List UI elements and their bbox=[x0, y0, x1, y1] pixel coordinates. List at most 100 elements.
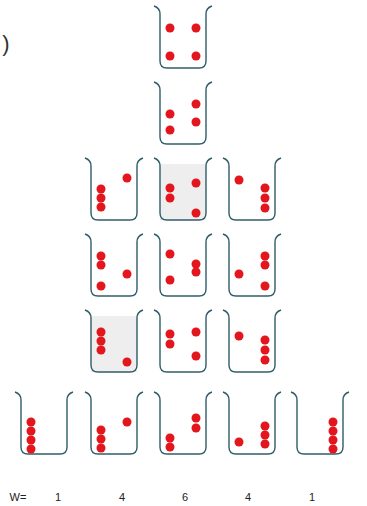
beaker bbox=[15, 392, 73, 454]
beaker bbox=[154, 310, 212, 372]
particle-dot bbox=[27, 436, 36, 445]
beaker bbox=[154, 6, 212, 68]
particle-dot bbox=[192, 414, 201, 423]
particle-dot bbox=[166, 194, 175, 203]
beaker-outline bbox=[85, 392, 143, 454]
particle-dot bbox=[97, 282, 106, 291]
particle-dot bbox=[192, 118, 201, 127]
beaker bbox=[85, 310, 143, 372]
particle-dot bbox=[166, 276, 175, 285]
particle-dot bbox=[261, 252, 270, 261]
particle-dot bbox=[329, 427, 338, 436]
particle-dot bbox=[261, 422, 270, 431]
beaker bbox=[223, 158, 281, 220]
beaker-shade bbox=[91, 316, 137, 372]
particle-dot bbox=[261, 431, 270, 440]
particle-dot bbox=[192, 52, 201, 61]
particle-dot bbox=[329, 445, 338, 454]
beaker-outline bbox=[154, 392, 212, 454]
beaker-outline bbox=[223, 234, 281, 296]
beaker bbox=[223, 310, 281, 372]
beaker-shade bbox=[160, 164, 206, 220]
beaker-outline bbox=[291, 392, 349, 454]
particle-dot bbox=[97, 328, 106, 337]
beaker-outline bbox=[154, 234, 212, 296]
beaker-outline bbox=[223, 392, 281, 454]
particle-dot bbox=[97, 252, 106, 261]
count-value: 4 bbox=[119, 492, 125, 503]
beaker bbox=[154, 158, 212, 220]
particle-dot bbox=[166, 184, 175, 193]
particle-dot bbox=[27, 418, 36, 427]
particle-dot bbox=[192, 179, 201, 188]
beaker bbox=[85, 392, 143, 454]
particle-dot bbox=[261, 356, 270, 365]
particle-dot bbox=[329, 436, 338, 445]
count-value: 4 bbox=[245, 492, 251, 503]
beaker-outline bbox=[154, 158, 212, 220]
particle-dot bbox=[97, 194, 106, 203]
particle-dot bbox=[192, 328, 201, 337]
particle-dot bbox=[261, 336, 270, 345]
beaker bbox=[85, 234, 143, 296]
beaker bbox=[154, 82, 212, 144]
particle-dot bbox=[27, 427, 36, 436]
particle-dot bbox=[235, 438, 244, 447]
particle-dot bbox=[97, 185, 106, 194]
particle-dot bbox=[97, 426, 106, 435]
particle-dot bbox=[261, 261, 270, 270]
particle-dot bbox=[97, 261, 106, 270]
particle-dot bbox=[261, 194, 270, 203]
particle-dot bbox=[192, 209, 201, 218]
particle-dot bbox=[123, 174, 132, 183]
beaker bbox=[85, 158, 143, 220]
particle-dot bbox=[166, 24, 175, 33]
particle-dot bbox=[166, 434, 175, 443]
beaker-outline bbox=[15, 392, 73, 454]
beaker-outline bbox=[154, 6, 212, 68]
beaker bbox=[154, 234, 212, 296]
beaker bbox=[291, 392, 349, 454]
particle-dot bbox=[166, 250, 175, 259]
particle-dot bbox=[261, 440, 270, 449]
particle-dot bbox=[261, 204, 270, 213]
particle-dot bbox=[166, 340, 175, 349]
particle-dot bbox=[97, 203, 106, 212]
count-value: 6 bbox=[182, 492, 188, 503]
beaker bbox=[154, 392, 212, 454]
particle-dot bbox=[123, 418, 132, 427]
particle-dot bbox=[261, 346, 270, 355]
particle-dot bbox=[123, 270, 132, 279]
beaker-outline bbox=[85, 234, 143, 296]
particle-dot bbox=[166, 443, 175, 452]
particle-dot bbox=[97, 435, 106, 444]
particle-dot bbox=[329, 418, 338, 427]
particle-dot bbox=[166, 330, 175, 339]
particle-dot bbox=[235, 176, 244, 185]
particle-dot bbox=[192, 352, 201, 361]
beaker-outline bbox=[85, 310, 143, 372]
beaker-outline bbox=[223, 158, 281, 220]
beaker bbox=[223, 392, 281, 454]
particle-dot bbox=[192, 260, 201, 269]
particle-dot bbox=[192, 24, 201, 33]
particle-dot bbox=[166, 126, 175, 135]
beaker bbox=[223, 234, 281, 296]
beaker-outline bbox=[154, 82, 212, 144]
particle-dot bbox=[97, 444, 106, 453]
count-value: 1 bbox=[309, 492, 315, 503]
particle-dot bbox=[97, 337, 106, 346]
particle-dot bbox=[192, 100, 201, 109]
particle-dot bbox=[166, 110, 175, 119]
beaker-outline bbox=[223, 310, 281, 372]
particle-dot bbox=[123, 358, 132, 367]
particle-dot bbox=[27, 445, 36, 454]
particle-dot bbox=[192, 424, 201, 433]
particle-dot bbox=[166, 52, 175, 61]
count-label: W= bbox=[10, 492, 27, 503]
beaker-outline bbox=[85, 158, 143, 220]
beaker-outline bbox=[154, 310, 212, 372]
count-value: 1 bbox=[55, 492, 61, 503]
particle-dot bbox=[192, 268, 201, 277]
